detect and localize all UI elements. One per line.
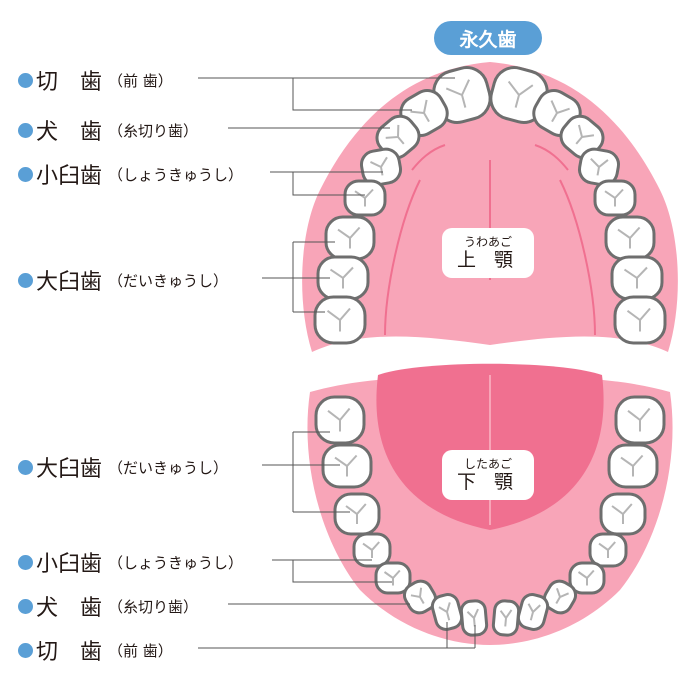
- tooth-groove: [383, 569, 401, 586]
- label-main: 大臼歯: [36, 457, 103, 482]
- label-sub: （しょうきゅうし）: [108, 165, 244, 184]
- tooth-groove: [438, 602, 451, 621]
- tooth-groove: [327, 407, 351, 432]
- tooth-groove: [410, 99, 430, 123]
- tooth-groove: [590, 157, 609, 176]
- tooth-groove: [370, 156, 388, 176]
- tooth-groove: [627, 407, 651, 432]
- label-sub: （だいきゅうし）: [108, 271, 229, 290]
- label-upper-molar: 大臼歯 （だいきゅうし）: [18, 264, 228, 296]
- tooth-groove: [362, 541, 380, 558]
- bullet-icon: [18, 272, 33, 288]
- label-lower-incisor: 切 歯 （前 歯）: [18, 634, 173, 666]
- label-main: 切 歯: [36, 70, 103, 95]
- upper-jaw-text: 上 顎: [456, 249, 520, 271]
- label-upper-premolar: 小臼歯 （しょうきゅうし）: [18, 158, 243, 190]
- label-sub: （糸切り歯）: [108, 121, 199, 140]
- tooth-groove: [354, 188, 374, 207]
- tooth-groove: [604, 188, 624, 207]
- bullet-icon: [18, 642, 33, 658]
- tooth-groove: [611, 503, 633, 524]
- label-lower-molar: 大臼歯 （だいきゅうし）: [18, 451, 228, 483]
- tooth-groove: [577, 569, 595, 586]
- label-main: 大臼歯: [36, 270, 103, 295]
- tooth-groove: [499, 609, 513, 627]
- label-main: 小臼歯: [36, 552, 103, 577]
- tooth-groove: [623, 266, 648, 289]
- label-sub: （だいきゅうし）: [108, 458, 229, 477]
- bullet-icon: [18, 598, 33, 614]
- label-lower-premolar: 小臼歯 （しょうきゅうし）: [18, 546, 243, 578]
- lower-jaw-ruby: したあご: [463, 457, 512, 471]
- label-lower-canine: 犬 歯 （糸切り歯）: [18, 590, 198, 622]
- label-main: 犬 歯: [36, 120, 103, 145]
- bullet-icon: [18, 122, 33, 138]
- tooth-groove: [445, 79, 470, 108]
- upper-jaw-ruby: うわあご: [463, 235, 512, 249]
- tooth-groove: [329, 266, 354, 289]
- label-main: 犬 歯: [36, 596, 103, 621]
- lower-jaw-text: 下 顎: [456, 471, 520, 493]
- tooth-groove: [326, 307, 351, 332]
- tooth-groove: [598, 541, 616, 558]
- tooth-groove: [337, 226, 361, 249]
- tooth-groove: [555, 587, 569, 604]
- tooth-groove: [626, 307, 651, 332]
- bullet-icon: [18, 166, 33, 182]
- bullet-icon: [18, 72, 33, 88]
- tooth-groove: [575, 124, 595, 145]
- tooth-groove: [410, 587, 425, 604]
- palate-ridges: [384, 144, 596, 336]
- lower-jaw-label: したあご 下 顎: [442, 450, 534, 500]
- tooth-groove: [550, 100, 570, 123]
- bullet-icon: [18, 459, 33, 475]
- tooth-groove: [617, 226, 641, 249]
- tooth-groove: [620, 454, 644, 477]
- upper-jaw-label: うわあご 上 顎: [442, 228, 534, 278]
- label-sub: （しょうきゅうし）: [108, 553, 244, 572]
- bullet-icon: [18, 554, 33, 570]
- label-main: 切 歯: [36, 640, 103, 665]
- label-upper-incisor: 切 歯 （前 歯）: [18, 64, 173, 96]
- tooth-groove: [334, 454, 358, 477]
- label-upper-canine: 犬 歯 （糸切り歯）: [18, 114, 198, 146]
- leader-lines: [198, 77, 476, 649]
- label-sub: （前 歯）: [108, 71, 173, 90]
- tooth-groove: [345, 503, 367, 524]
- label-main: 小臼歯: [36, 164, 103, 189]
- label-sub: （糸切り歯）: [108, 597, 199, 616]
- tooth-groove: [527, 603, 541, 621]
- label-sub: （前 歯）: [108, 641, 173, 660]
- permanent-teeth-badge: 永久歯: [434, 21, 542, 55]
- tooth-groove: [507, 80, 534, 108]
- tooth-groove: [385, 124, 405, 145]
